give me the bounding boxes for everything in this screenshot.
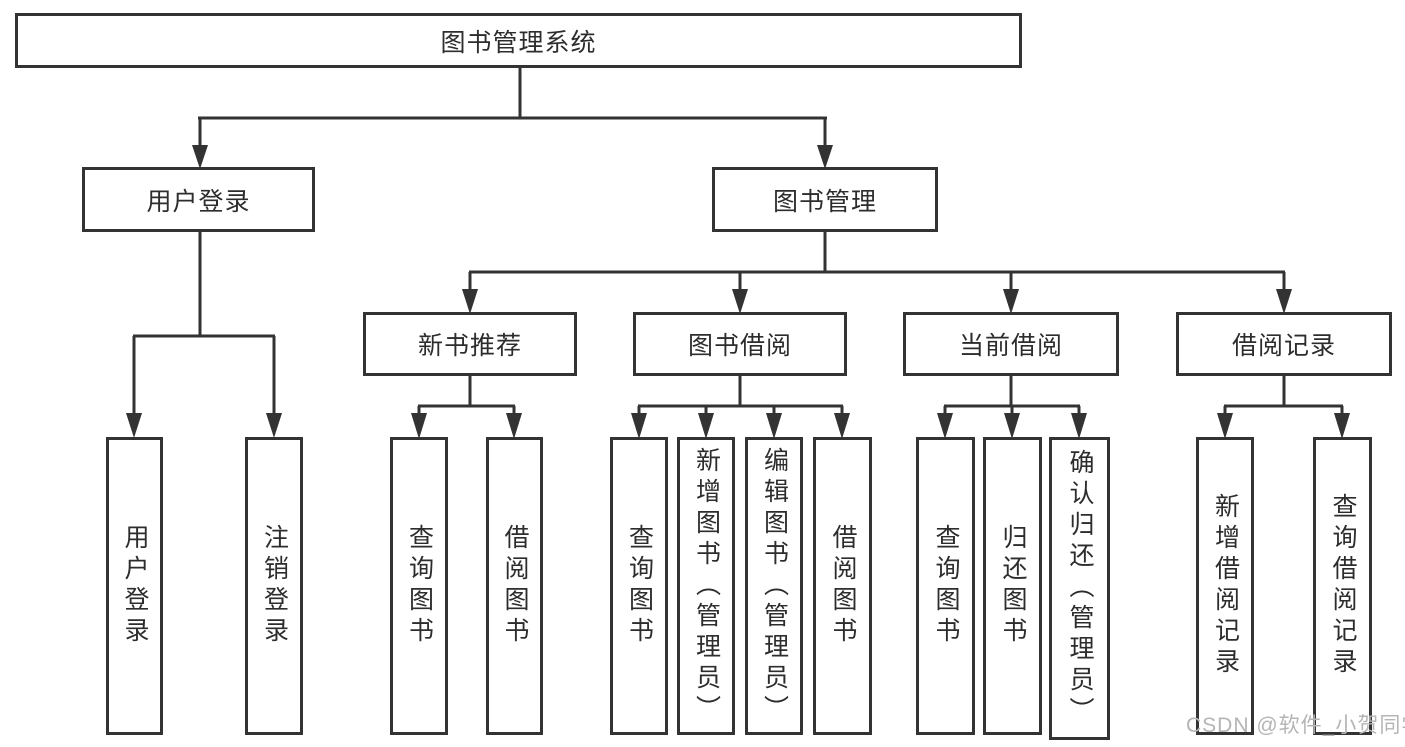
node-current-borrowing-label: 当前借阅 [958, 332, 1063, 360]
node-leaf-cb-query-books-label: 查询图书 [932, 524, 960, 648]
node-book-management: 图书管理 [712, 167, 938, 232]
node-book-borrowing: 图书借阅 [633, 312, 847, 376]
node-leaf-logout-label: 注销登录 [260, 524, 289, 648]
node-leaf-cb-query-books: 查询图书 [916, 437, 975, 735]
node-leaf-br-query-record-label: 查询借阅记录 [1329, 493, 1357, 679]
node-user-login-label: 用户登录 [146, 187, 251, 216]
node-leaf-bb-add-books: 新增图书（管理员） [677, 437, 735, 735]
node-current-borrowing: 当前借阅 [903, 312, 1119, 376]
node-leaf-br-query-record: 查询借阅记录 [1313, 437, 1372, 735]
connector-root-to-level2 [192, 66, 833, 169]
node-borrowing-records-label: 借阅记录 [1231, 332, 1336, 360]
node-book-borrowing-label: 图书借阅 [687, 332, 792, 360]
node-leaf-br-add-record-label: 新增借阅记录 [1211, 493, 1240, 679]
node-book-management-label: 图书管理 [772, 187, 877, 216]
node-leaf-bb-query-books: 查询图书 [610, 437, 668, 735]
node-root: 图书管理系统 [15, 13, 1022, 68]
node-leaf-nb-borrow-books-label: 借阅图书 [501, 524, 529, 648]
node-new-book-recommendation: 新书推荐 [363, 312, 577, 376]
node-leaf-bb-borrow-books: 借阅图书 [813, 437, 872, 735]
node-leaf-bb-add-books-label: 新增图书（管理员） [692, 446, 721, 726]
node-leaf-nb-query-books: 查询图书 [390, 437, 448, 735]
connector-borrowing-records-to-children [1217, 374, 1350, 439]
node-root-label: 图书管理系统 [440, 28, 597, 57]
node-leaf-bb-edit-books-label: 编辑图书（管理员） [760, 446, 789, 726]
node-leaf-logout: 注销登录 [245, 437, 303, 735]
node-new-book-recommendation-label: 新书推荐 [417, 332, 522, 360]
connector-new-book-to-children [411, 374, 522, 439]
node-borrowing-records: 借阅记录 [1176, 312, 1392, 376]
node-leaf-bb-borrow-books-label: 借阅图书 [829, 524, 857, 648]
connector-current-borrowing-to-children [937, 374, 1087, 439]
node-user-login: 用户登录 [82, 167, 315, 232]
node-leaf-nb-borrow-books: 借阅图书 [486, 437, 543, 735]
node-leaf-cb-confirm-return: 确认归还（管理员） [1049, 437, 1110, 740]
node-leaf-bb-query-books-label: 查询图书 [625, 524, 654, 648]
node-leaf-cb-return-books-label: 归还图书 [999, 524, 1027, 648]
connector-book-management-to-level3 [462, 230, 1292, 314]
node-leaf-bb-edit-books: 编辑图书（管理员） [745, 437, 803, 735]
connector-book-borrowing-to-children [631, 374, 850, 439]
csdn-watermark: CSDN @软件_小贺同学 [1186, 714, 1405, 737]
node-leaf-cb-return-books: 归还图书 [983, 437, 1042, 735]
node-leaf-br-add-record: 新增借阅记录 [1196, 437, 1254, 735]
node-leaf-nb-query-books-label: 查询图书 [405, 524, 434, 648]
node-leaf-login-label: 用户登录 [121, 524, 149, 648]
connector-user-login-to-children [126, 230, 282, 438]
node-leaf-login: 用户登录 [106, 437, 163, 735]
node-leaf-cb-confirm-return-label: 确认归还（管理员） [1066, 449, 1094, 728]
